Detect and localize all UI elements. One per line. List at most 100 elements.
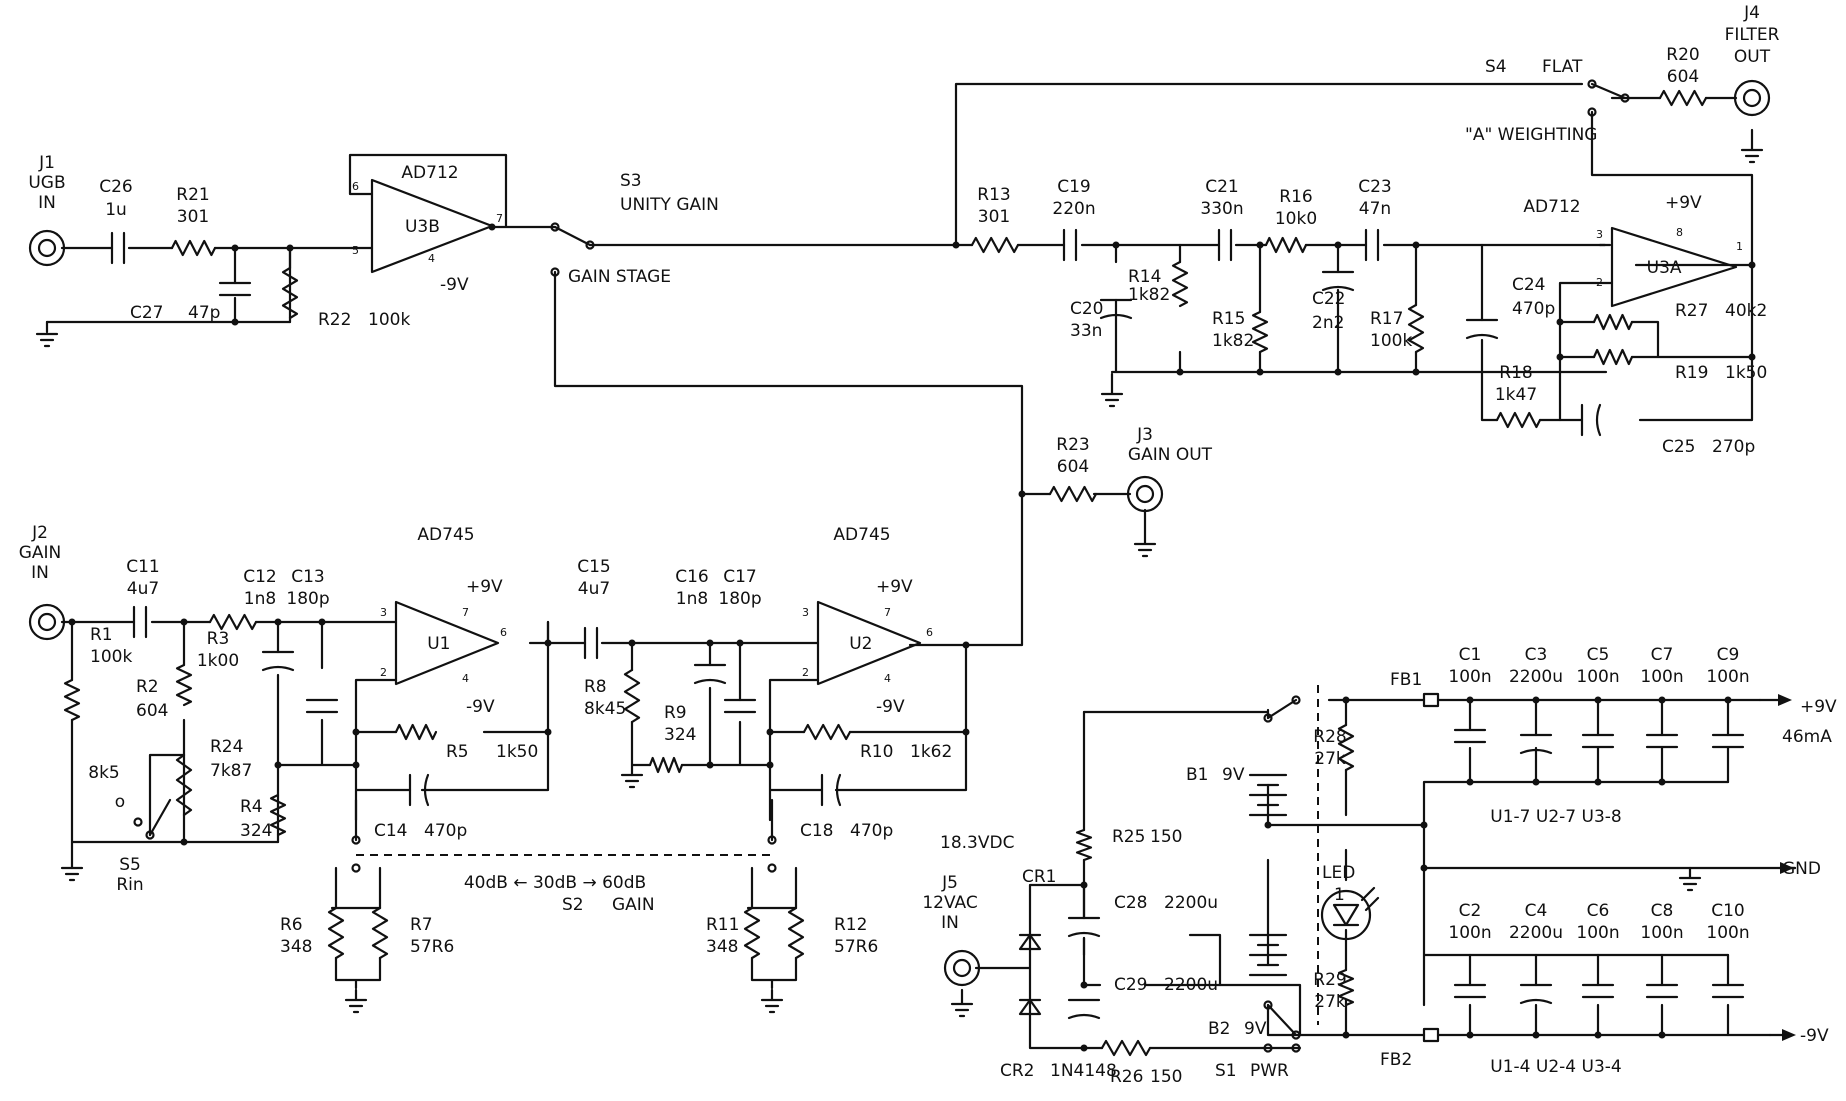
label-u1-pos: +9V [466,577,503,597]
label-c14-val: 470p [424,821,467,841]
capacitor-c21 [1217,228,1233,262]
label-r26-val: 150 [1150,1067,1182,1087]
rail-arrows [1758,694,1797,1041]
junction-dots [68,223,1756,1052]
label-c16-val: 1n8 [676,589,708,609]
ferrite-bead-fb2 [1422,1027,1440,1043]
battery-b2 [1248,933,1288,977]
capacitor-c13 [305,698,339,714]
label-c12-ref: C12 [243,567,277,587]
label-c9-val: 100n [1706,667,1749,687]
resistor-r20 [1658,89,1708,107]
label-c24-val: 470p [1512,299,1555,319]
resistor-r4 [269,793,287,837]
resistor-r29 [1337,968,1355,1007]
capacitor-c3 [1519,733,1553,755]
label-supply-pos: +9V [1800,697,1837,717]
resistor-r16 [1264,236,1308,254]
opamp-u1 [394,600,500,686]
label-j4-valB: OUT [1734,47,1771,67]
label-b2-val: 9V [1244,1019,1267,1039]
label-c25-val: 270p [1712,437,1755,457]
resistor-r15 [1251,310,1269,354]
switch-contact [550,222,560,232]
label-cr2-ref: CR2 [1000,1061,1035,1081]
label-r29-ref: R29 [1313,970,1346,990]
label-c19-ref: C19 [1057,177,1091,197]
label-c13-ref: C13 [291,567,325,587]
label-c3-ref: C3 [1525,645,1548,665]
label-c10-val: 100n [1706,923,1749,943]
label-a-weighting: "A" WEIGHTING [1465,125,1597,145]
pin-u3a-p: 3 [1596,228,1603,241]
label-j5-valA: 12VAC [922,893,977,913]
label-r21-ref: R21 [176,185,209,205]
capacitor-c14 [408,773,430,807]
label-j2-valA: GAIN [19,543,62,563]
resistor-r19 [1592,348,1634,366]
resistor-r24 [175,753,193,817]
label-r5-val: 1k50 [496,742,538,762]
jack-inner-j5 [952,958,972,978]
led-1 [1320,889,1372,941]
opamp-ref-u2: U2 [849,634,872,654]
label-c11-ref: C11 [126,557,160,577]
label-r9-val: 324 [664,725,696,745]
label-r19-ref: R19 [1675,363,1708,383]
capacitor-c9 [1711,733,1745,749]
resistor-r9 [648,756,684,774]
label-c18-ref: C18 [800,821,834,841]
pin-u3b-p: 5 [352,244,359,257]
label-s3-val: UNITY GAIN [620,195,719,215]
label-c15-ref: C15 [577,557,611,577]
capacitor-c18 [820,773,842,807]
pin-u3b-v: 4 [428,252,435,265]
pin-u3b-m: 6 [352,180,359,193]
label-r22-ref: R22 [318,310,351,330]
label-c29-ref: C29 [1114,975,1148,995]
label-fb1-ref: FB1 [1390,670,1422,690]
label-c27-ref: C27 [130,303,164,323]
label-pins-pos: U1-7 U2-7 U3-8 [1490,807,1621,827]
label-r13-ref: R13 [977,185,1010,205]
pin-u1-o: 6 [500,626,507,639]
label-s1-val: PWR [1250,1061,1289,1081]
capacitor-c1 [1453,728,1487,744]
label-pins-neg: U1-4 U2-4 U3-4 [1490,1057,1621,1077]
label-r27-val: 40k2 [1725,301,1767,321]
resistor-r8 [623,668,641,724]
label-r23-val: 604 [1057,457,1089,477]
label-r11-ref: R11 [706,915,739,935]
pin-u3a-v: 8 [1676,226,1683,239]
label-r8-ref: R8 [584,677,607,697]
label-s1-ref: S1 [1215,1061,1237,1081]
label-r3-ref: R3 [207,629,230,649]
resistor-r6 [327,906,345,960]
label-c5-ref: C5 [1587,645,1610,665]
switch-arms [148,82,1627,1037]
jack-j1 [28,229,66,267]
label-r18-ref: R18 [1499,363,1532,383]
pin-u2-v4: 4 [884,672,891,685]
capacitor-c4 [1519,983,1553,1005]
label-r24-ref: R24 [210,737,243,757]
opamp-u2 [816,600,922,686]
label-c4-val: 2200u [1509,923,1563,943]
label-u2-val: AD745 [833,525,890,545]
label-led1-ref: LED [1322,863,1355,883]
label-r16-val: 10k0 [1275,209,1317,229]
label-c2-ref: C2 [1459,901,1482,921]
label-r15-val: 1k82 [1212,331,1254,351]
pin-u2-o: 6 [926,626,933,639]
label-rail-voltage: 18.3VDC [940,833,1014,853]
label-c29-val: 2200u [1164,975,1218,995]
label-r5-ref: R5 [446,742,469,762]
label-j3-val: GAIN OUT [1128,445,1213,465]
label-cr1-ref: CR1 [1022,867,1057,887]
label-j4-valA: FILTER [1725,25,1780,45]
opamp-u3a [1610,226,1738,308]
resistor-r17 [1407,303,1425,354]
resistor-r12 [787,906,805,960]
label-u2-neg: -9V [876,697,905,717]
led-symbol [1332,886,1380,927]
